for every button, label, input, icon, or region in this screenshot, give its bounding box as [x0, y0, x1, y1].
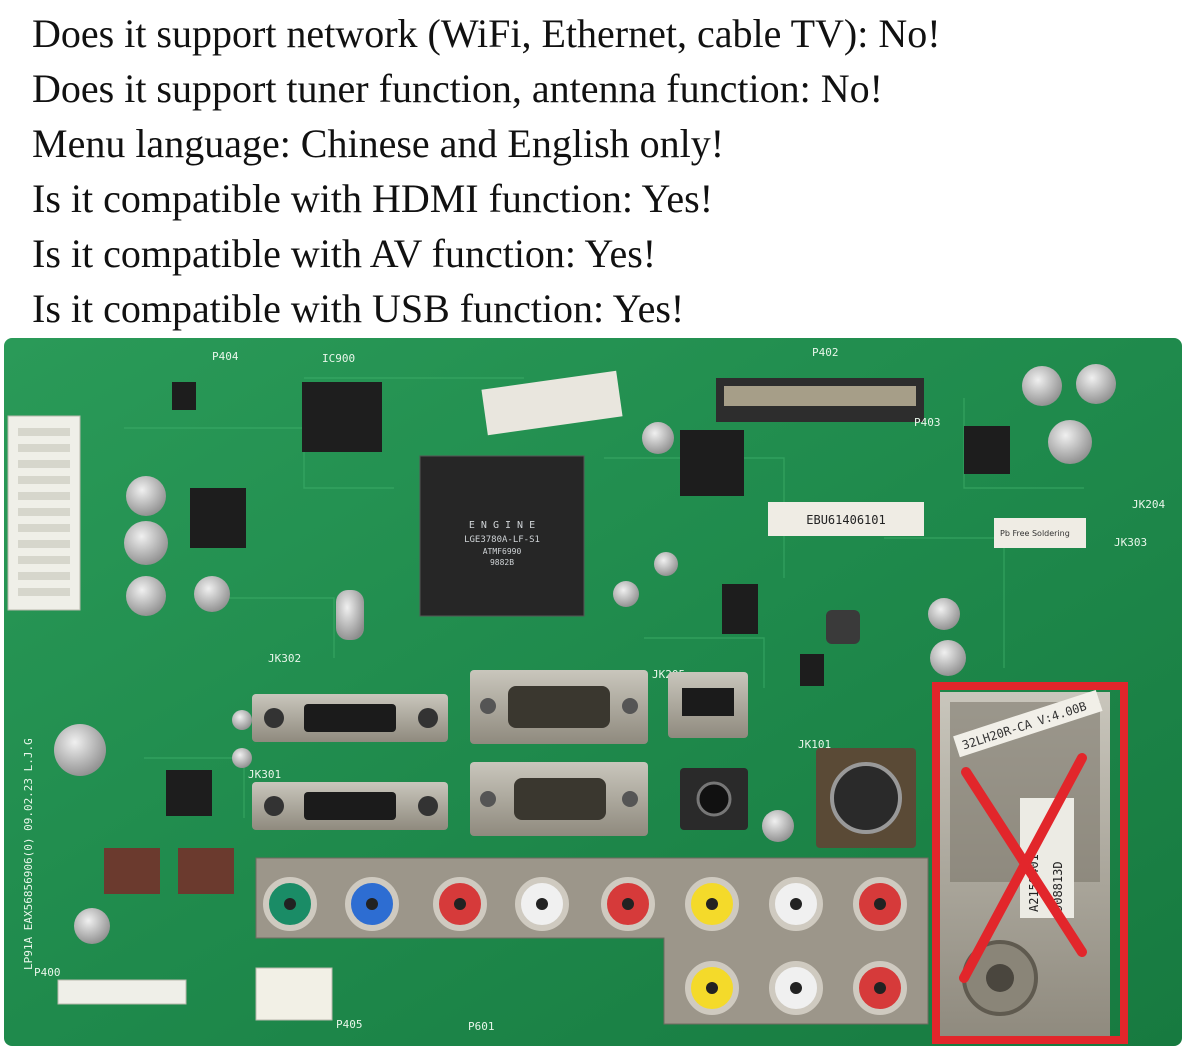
left-connector	[7, 415, 81, 611]
svg-text:P400: P400	[34, 966, 61, 979]
svg-text:LGE3780A-LF-S1: LGE3780A-LF-S1	[464, 535, 540, 545]
svg-text:9882B: 9882B	[490, 558, 514, 567]
serial-port	[470, 670, 648, 744]
faq-av: Is it compatible with AV function: Yes!	[32, 231, 657, 276]
hdmi-port-1	[252, 694, 448, 742]
faq-usb: Is it compatible with USB function: Yes!	[32, 286, 685, 331]
svg-text:ATMF6990: ATMF6990	[483, 547, 522, 556]
svg-text:JK101: JK101	[798, 738, 831, 751]
circuit-board-photo: E N G I N E LGE3780A-LF-S1 ATMF6990 9882…	[4, 338, 1182, 1046]
chip-ic900	[302, 382, 382, 452]
svg-text:EBU61406101: EBU61406101	[806, 513, 885, 527]
usb-port	[668, 672, 748, 738]
faq-menu-language: Menu language: Chinese and English only!	[32, 121, 725, 166]
hdmi-port-2	[252, 782, 448, 830]
svg-text:P405: P405	[336, 1018, 363, 1031]
faq-text: Does it support network (WiFi, Ethernet,…	[32, 6, 1172, 336]
svg-text:P601: P601	[468, 1020, 495, 1033]
crystal	[336, 590, 364, 640]
faq-network: Does it support network (WiFi, Ethernet,…	[32, 11, 941, 56]
svg-text:P404: P404	[212, 350, 239, 363]
svideo-port	[816, 748, 916, 848]
faq-tuner: Does it support tuner function, antenna …	[32, 66, 883, 111]
bottom-connector-p405	[255, 967, 333, 1021]
svg-text:IC900: IC900	[322, 352, 355, 365]
faq-hdmi: Is it compatible with HDMI function: Yes…	[32, 176, 714, 221]
vga-port	[470, 762, 648, 836]
capacitors	[54, 364, 1116, 944]
svg-text:JK301: JK301	[248, 768, 281, 781]
svg-text:P402: P402	[812, 346, 839, 359]
cross-out-mark	[932, 682, 1128, 1044]
svg-text:908813D: 908813D	[1051, 861, 1065, 912]
svg-text:LP91A EAX56856906(0) 09.02.23: LP91A EAX56856906(0) 09.02.23 L.J.G	[22, 738, 35, 970]
svg-text:Pb Free Soldering: Pb Free Soldering	[1000, 529, 1070, 538]
svg-text:JK303: JK303	[1114, 536, 1147, 549]
svg-text:P403: P403	[914, 416, 941, 429]
fpc-connector	[716, 378, 924, 422]
silkscreen: P404 IC900 P402 P403 JK204 JK303 JK302 J…	[22, 346, 1165, 1033]
main-chip: E N G I N E LGE3780A-LF-S1 ATMF6990 9882…	[419, 455, 585, 617]
audio-jack	[680, 768, 748, 830]
svg-text:E N G I N E: E N G I N E	[469, 520, 535, 531]
rca-block	[255, 857, 929, 1025]
stickers: EBU61406101 Pb Free Soldering	[481, 370, 1086, 548]
svg-text:JK204: JK204	[1132, 498, 1165, 511]
bottom-connector-p400	[57, 979, 187, 1005]
svg-text:JK302: JK302	[268, 652, 301, 665]
